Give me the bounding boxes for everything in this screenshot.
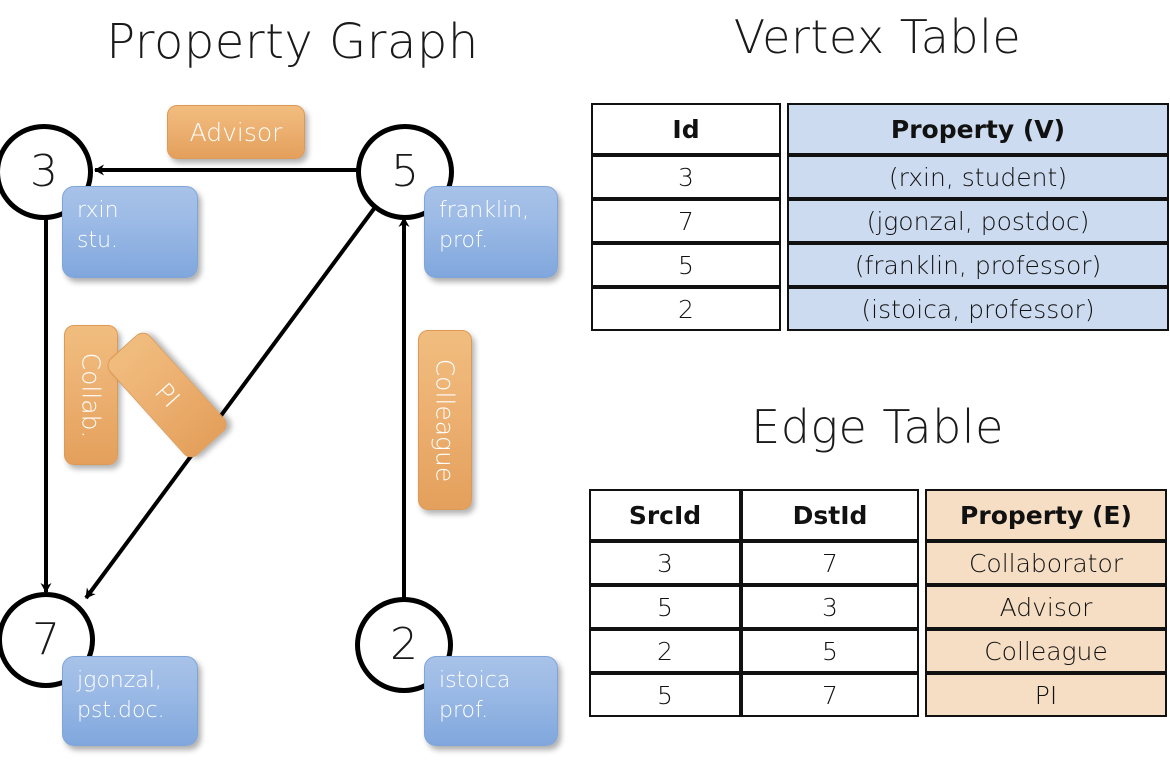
- edge-table-cell-dstid: 7: [741, 541, 919, 585]
- vertex-node-3-label: 3: [30, 146, 58, 197]
- table-row: 2 5 Colleague: [589, 629, 1167, 673]
- table-header-row: SrcId DstId Property (E): [589, 489, 1167, 541]
- table-row: 5 (franklin, professor): [591, 243, 1169, 287]
- edge-table-cell-dstid: 7: [741, 673, 919, 717]
- edge-table-header-property: Property (E): [925, 489, 1167, 541]
- edge-table-cell-srcid: 2: [589, 629, 741, 673]
- vertex-table-cell-property: (jgonzal, postdoc): [787, 199, 1169, 243]
- vertex-property-box-5[interactable]: franklin, prof.: [424, 186, 558, 278]
- edge-table-cell-dstid: 5: [741, 629, 919, 673]
- vertex-table-cell-property: (franklin, professor): [787, 243, 1169, 287]
- vertex-property-box-7[interactable]: jgonzal, pst.doc.: [62, 656, 198, 746]
- edge-table-cell-property: Colleague: [925, 629, 1167, 673]
- vertex-property-box-3[interactable]: rxin stu.: [62, 186, 198, 278]
- vertex-table-cell-id: 7: [591, 199, 781, 243]
- edge-table-cell-dstid: 3: [741, 585, 919, 629]
- page-title-vertex-table: Vertex Table: [733, 10, 1022, 64]
- vertex-table-cell-id: 5: [591, 243, 781, 287]
- edge-table-header-srcid: SrcId: [589, 489, 741, 541]
- table-row: 5 7 PI: [589, 673, 1167, 717]
- edge-table-cell-property: PI: [925, 673, 1167, 717]
- vertex-property-2-line2: prof.: [439, 697, 489, 723]
- vertex-table-header-property: Property (V): [787, 103, 1169, 155]
- table-row: 2 (istoica, professor): [591, 287, 1169, 331]
- vertex-node-5-label: 5: [391, 146, 419, 197]
- edge-label-collab-text: Collab.: [76, 352, 106, 438]
- table-row: 5 3 Advisor: [589, 585, 1167, 629]
- table-row: 7 (jgonzal, postdoc): [591, 199, 1169, 243]
- table-header-row: Id Property (V): [591, 103, 1169, 155]
- edge-label-collab[interactable]: Collab.: [64, 325, 118, 465]
- vertex-property-7-line2: pst.doc.: [77, 697, 165, 723]
- property-graph-panel: Property Graph 3 5 7 2 rxin stu. frankli…: [0, 14, 558, 746]
- vertex-property-box-2[interactable]: istoica prof.: [424, 656, 558, 746]
- edge-table-cell-srcid: 3: [589, 541, 741, 585]
- table-row: 3 7 Collaborator: [589, 541, 1167, 585]
- edge-table-cell-srcid: 5: [589, 585, 741, 629]
- table-row: 3 (rxin, student): [591, 155, 1169, 199]
- edge-label-colleague[interactable]: Colleague: [418, 330, 472, 510]
- vertex-property-5-line1: franklin,: [439, 198, 530, 223]
- edge-table-cell-property: Collaborator: [925, 541, 1167, 585]
- page-title-edge-table: Edge Table: [751, 400, 1004, 454]
- edge-label-pi-text: PI: [148, 376, 186, 414]
- vertex-table-cell-property: (istoica, professor): [787, 287, 1169, 331]
- vertex-property-3-line1: rxin: [77, 198, 119, 223]
- vertex-property-7-line1: jgonzal,: [77, 668, 162, 693]
- vertex-table-cell-id: 3: [591, 155, 781, 199]
- edge-table-header-dstid: DstId: [741, 489, 919, 541]
- edge-label-advisor-text: Advisor: [189, 117, 283, 147]
- edge-table-cell-property: Advisor: [925, 585, 1167, 629]
- vertex-property-2-line1: istoica: [439, 668, 511, 693]
- edge-arrow-pi: [84, 204, 378, 600]
- vertex-property-5-line2: prof.: [439, 227, 489, 253]
- vertex-table-cell-id: 2: [591, 287, 781, 331]
- edge-label-advisor[interactable]: Advisor: [167, 105, 305, 159]
- vertex-table-cell-property: (rxin, student): [787, 155, 1169, 199]
- graph-edges-svg: [40, 164, 410, 600]
- vertex-node-7-label: 7: [32, 614, 60, 665]
- vertex-property-3-line2: stu.: [77, 227, 119, 253]
- vertex-node-2-label: 2: [390, 619, 418, 670]
- edge-label-colleague-text: Colleague: [430, 358, 460, 482]
- vertex-table-header-id: Id: [591, 103, 781, 155]
- edge-table: SrcId DstId Property (E) 3 7 Collaborato…: [589, 489, 1167, 717]
- edge-table-cell-srcid: 5: [589, 673, 741, 717]
- page-title-property-graph: Property Graph: [106, 14, 479, 70]
- vertex-table: Id Property (V) 3 (rxin, student) 7 (jgo…: [591, 103, 1169, 331]
